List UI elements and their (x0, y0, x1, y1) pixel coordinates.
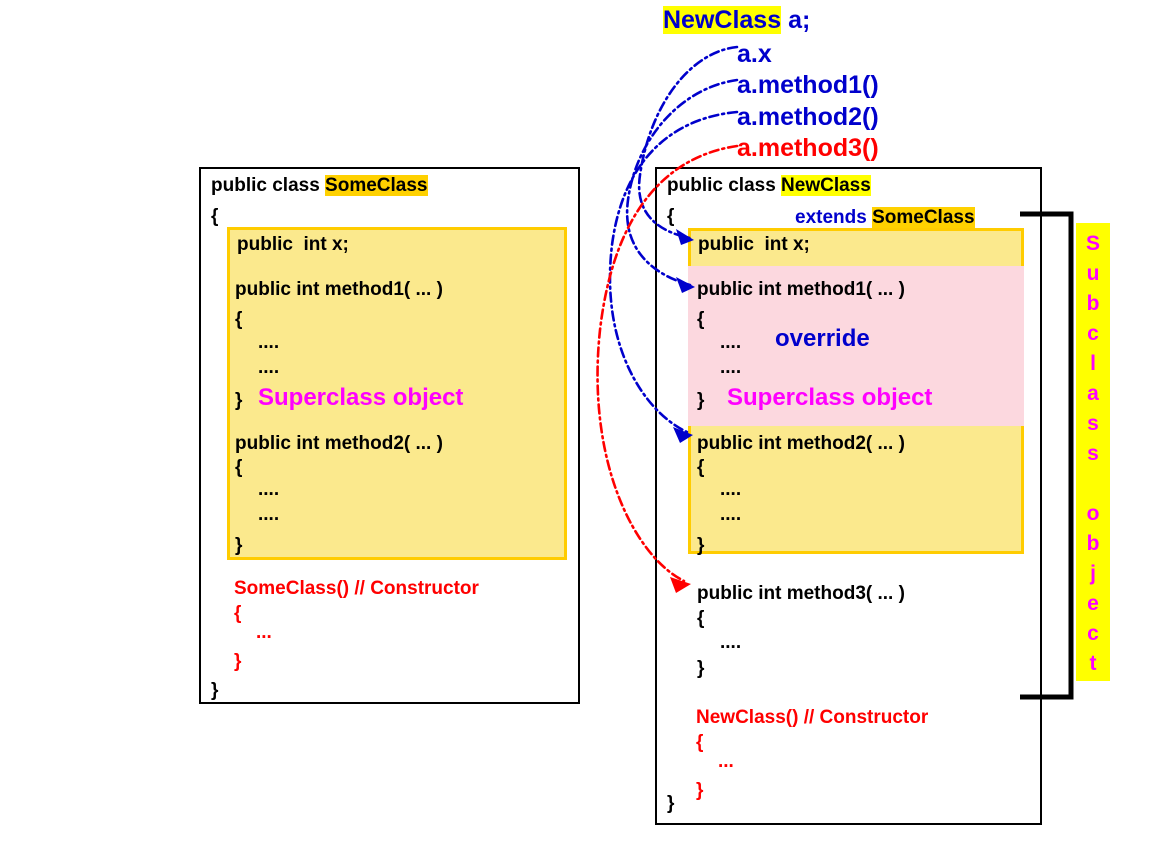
superclass-constructor-open: { (234, 603, 242, 624)
subclass-header: public class NewClass (667, 175, 871, 196)
subclass-method2-signature: public int method2( ... ) (697, 433, 905, 454)
superclass-header: public class SomeClass (211, 175, 428, 196)
subclass-label-char-13: t (1089, 652, 1097, 675)
superclass-method1-body1: .... (258, 332, 280, 353)
usage-snippet: NewClass a; (663, 6, 811, 34)
subclass-field: public int x; (698, 234, 810, 255)
superclass-constructor-body: ... (256, 622, 272, 643)
usage-call-a-method3: a.method3() (737, 134, 879, 162)
subclass-method2-close: } (697, 535, 705, 556)
subclass-label-char-6: s (1087, 412, 1099, 435)
superclass-constructor-close: } (234, 651, 242, 672)
subclass-label-char-11: e (1087, 592, 1099, 615)
subclass-constructor-open: { (696, 732, 704, 753)
superclass-object-tag: Superclass object (258, 384, 464, 411)
subclass-method1-panel (688, 266, 1024, 426)
usage-call-a-method1: a.method1() (737, 71, 879, 99)
subclass-constructor-signature: NewClass() // Constructor (696, 707, 929, 728)
subclass-method2-body2: .... (720, 504, 742, 525)
superclass-close-brace: } (211, 680, 219, 701)
subclass-constructor-body: ... (718, 751, 734, 772)
subclass-method2-open: { (697, 457, 705, 478)
subclass-label-char-9: b (1086, 532, 1100, 555)
superclass-method1-open: { (235, 309, 243, 330)
superclass-header-prefix: public class (211, 175, 326, 196)
subclass-header-prefix: public class (667, 175, 782, 196)
subclass-header-name: NewClass (781, 175, 871, 196)
subclass-method3-open: { (697, 608, 705, 629)
subclass-label-char-3: c (1087, 322, 1099, 345)
subclass-superclass-object-tag: Superclass object (727, 384, 933, 411)
extends-superclass-name: SomeClass (872, 207, 975, 228)
subclass-method3-body1: .... (720, 632, 742, 653)
superclass-members-panel (227, 227, 567, 560)
extends-keyword: extends (795, 207, 867, 228)
subclass-method1-open: { (697, 309, 705, 330)
subclass-label-char-5: a (1087, 382, 1099, 405)
superclass-method1-signature: public int method1( ... ) (235, 279, 443, 300)
subclass-method1-body1: .... (720, 332, 742, 353)
subclass-constructor-close: } (696, 780, 704, 801)
superclass-method1-close: } (235, 390, 243, 411)
subclass-method2-body1: .... (720, 479, 742, 500)
subclass-label-space (1076, 469, 1110, 499)
subclass-label-char-12: c (1087, 622, 1099, 645)
superclass-method2-open: { (235, 457, 243, 478)
subclass-method3-close: } (697, 658, 705, 679)
usage-declaration-type: NewClass (663, 6, 782, 34)
subclass-method3-signature: public int method3( ... ) (697, 583, 905, 604)
subclass-close-brace: } (667, 793, 675, 814)
subclass-label-char-0: S (1085, 232, 1100, 255)
subclass-method1-override-tag: override (775, 325, 870, 352)
subclass-label-char-2: b (1086, 292, 1100, 315)
superclass-open-brace: { (211, 206, 219, 227)
usage-call-a-method2: a.method2() (737, 103, 879, 131)
subclass-label-char-8: o (1086, 502, 1100, 525)
subclass-label-char-4: l (1090, 352, 1096, 375)
subclass-method1-signature: public int method1( ... ) (697, 279, 905, 300)
superclass-method2-body1: .... (258, 479, 280, 500)
subclass-open-brace: { (667, 206, 675, 227)
subclass-label-char-1: u (1086, 262, 1100, 285)
subclass-extends-clause: extends SomeClass (795, 207, 975, 228)
usage-declaration-rest: a; (781, 6, 811, 34)
usage-call-a-x: a.x (737, 40, 772, 68)
superclass-method2-close: } (235, 535, 243, 556)
subclass-label-char-10: j (1090, 562, 1096, 585)
subclass-label-char-7: s (1087, 442, 1099, 465)
superclass-constructor-signature: SomeClass() // Constructor (234, 578, 479, 599)
subclass-method1-close: } (697, 390, 705, 411)
subclass-method1-body2: .... (720, 357, 742, 378)
superclass-method1-body2: .... (258, 357, 280, 378)
subclass-object-label: S u b c l a s s o b j e c t (1076, 223, 1110, 681)
superclass-method2-signature: public int method2( ... ) (235, 433, 443, 454)
superclass-method2-body2: .... (258, 504, 280, 525)
superclass-field: public int x; (237, 234, 349, 255)
superclass-header-name: SomeClass (325, 175, 428, 196)
